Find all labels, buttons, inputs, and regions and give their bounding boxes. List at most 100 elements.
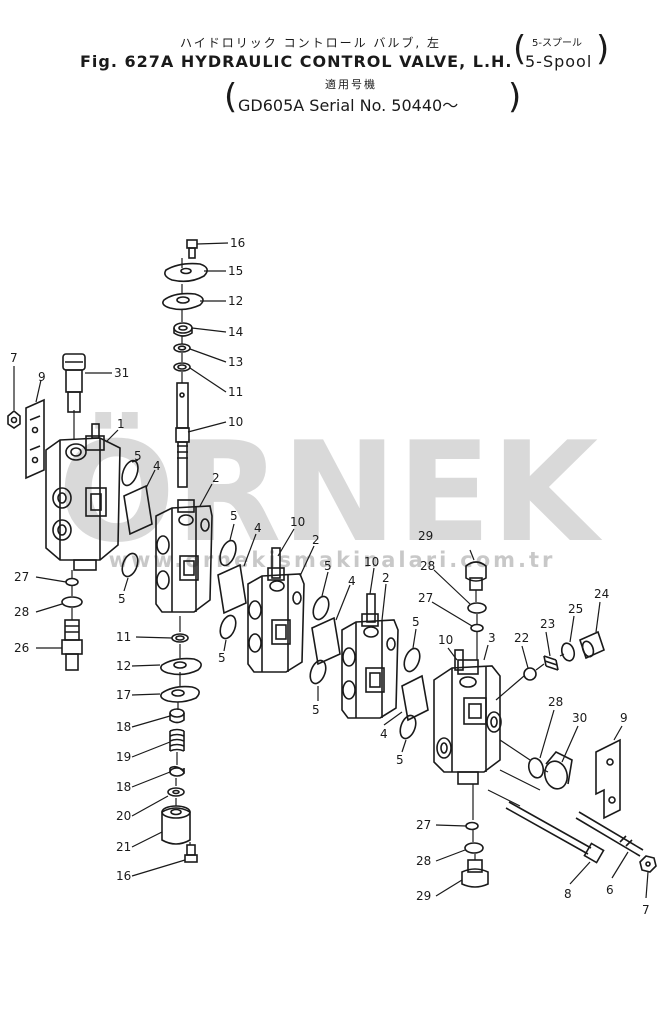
callout-18-bottom: 18: [116, 780, 131, 794]
callout-2-b: 2: [312, 533, 320, 547]
paren-open-1: (: [513, 29, 527, 69]
part-bracket-9-left: [25, 398, 45, 480]
part-fitting-26: [61, 619, 83, 671]
part-oring-5-c: [219, 539, 237, 567]
callout-15: 15: [228, 264, 243, 278]
title-block: ハイドロリック コントロール バルブ, 左 5-スプール Fig. 627A H…: [0, 0, 657, 120]
callout-22: 22: [514, 631, 529, 645]
part-gasket-4-b: [217, 563, 247, 615]
part-spool-10-c: [366, 593, 376, 623]
part-oring-28-top: [467, 602, 487, 614]
callout-5-e: 5: [324, 559, 332, 573]
callout-7-left: 7: [10, 351, 18, 365]
callout-11-top: 11: [228, 385, 243, 399]
part-ring-14: [173, 322, 193, 337]
part-seat-18-top: [169, 708, 185, 724]
callout-28-bottom: 28: [416, 854, 431, 868]
callout-20: 20: [116, 809, 131, 823]
part-spool-10-b: [271, 547, 281, 579]
part-oring-25: [560, 642, 576, 662]
part-nut-7-right: [639, 855, 657, 873]
callout-5-c: 5: [230, 509, 238, 523]
callout-5-d: 5: [218, 651, 226, 665]
part-bolt-16-bottom: [184, 844, 198, 863]
part-valve-body-1: [45, 423, 121, 571]
part-ring-11-bottom: [171, 633, 189, 643]
paren-open-2: (: [224, 77, 238, 117]
callout-4-b: 4: [254, 521, 262, 535]
callout-1: 1: [117, 417, 125, 431]
assembly-guidelines: [71, 258, 565, 860]
part-washer-20: [167, 787, 185, 797]
part-ring-13: [173, 343, 191, 353]
part-bolt-16-top: [186, 239, 198, 259]
callout-7-right: 7: [642, 903, 650, 917]
part-plate-17: [160, 685, 200, 703]
part-oring-5-h: [399, 714, 417, 740]
part-oring-27-left: [65, 577, 79, 587]
title-spool-en: 5-Spool: [525, 52, 593, 71]
part-valve-section-2b: [247, 567, 305, 673]
callout-24: 24: [594, 587, 609, 601]
part-gasket-4-c: [311, 616, 341, 666]
part-relief-valve-31: [62, 353, 86, 413]
callout-5-a: 5: [134, 449, 142, 463]
callout-10-b: 10: [290, 515, 305, 529]
part-plug-29-bottom: [461, 859, 489, 888]
part-oring-5-g: [403, 647, 421, 673]
figure-title: Fig. 627A HYDRAULIC CONTROL VALVE, L.H.: [80, 52, 513, 71]
leader-lines: [13, 242, 649, 899]
title-japanese-spool: 5-スプール: [532, 38, 582, 49]
callout-18-top: 18: [116, 720, 131, 734]
callout-9-right: 9: [620, 711, 628, 725]
part-tie-bolt-6: [575, 811, 644, 857]
callout-9-left: 9: [38, 370, 46, 384]
callout-27-bottom: 27: [416, 818, 431, 832]
callout-27-left: 27: [14, 570, 29, 584]
part-ring-11: [173, 362, 191, 372]
part-spring-19: [169, 728, 185, 752]
callout-25: 25: [568, 602, 583, 616]
callout-16-bottom: 16: [116, 869, 131, 883]
part-plug-24: [579, 630, 605, 660]
callout-28-left: 28: [14, 605, 29, 619]
part-oring-28-left: [61, 596, 83, 608]
callout-4-a: 4: [153, 459, 161, 473]
callout-10-d: 10: [438, 633, 453, 647]
part-gasket-12-bottom: [160, 657, 202, 676]
part-oring-5-b: [121, 552, 139, 578]
part-gasket-12-top: [162, 292, 204, 311]
part-oring-5-d: [219, 614, 237, 640]
callout-4-d: 4: [380, 727, 388, 741]
part-valve-section-2c: [341, 613, 399, 719]
part-oring-27-top: [470, 623, 484, 633]
part-oring-5-e: [312, 595, 330, 621]
part-gasket-4-d: [401, 674, 429, 722]
part-bracket-9-right: [595, 738, 621, 820]
part-plug-30: [543, 751, 573, 790]
callout-28-right: 28: [548, 695, 563, 709]
callout-2-c: 2: [382, 571, 390, 585]
part-valve-section-2a: [155, 499, 213, 613]
callout-5-b: 5: [118, 592, 126, 606]
callout-17: 17: [116, 688, 131, 702]
title-japanese: ハイドロリック コントロール バルブ, 左: [180, 36, 442, 50]
paren-close-2: ): [508, 77, 522, 117]
callout-30: 30: [572, 711, 587, 725]
part-oring-5-f: [309, 659, 327, 685]
serial-line: GD605A Serial No. 50440～: [238, 96, 459, 115]
callout-5-g: 5: [412, 615, 420, 629]
callout-26: 26: [14, 641, 29, 655]
callout-28-top: 28: [420, 559, 435, 573]
callout-27-top: 27: [418, 591, 433, 605]
callout-5-f: 5: [312, 703, 320, 717]
part-seat-18-bottom: [169, 765, 185, 777]
part-oring-28-bottom: [464, 842, 484, 854]
part-spring-23: [543, 655, 559, 671]
callout-8: 8: [564, 887, 572, 901]
part-ball-22: [523, 667, 537, 681]
callout-2-a: 2: [212, 471, 220, 485]
callout-16-top: 16: [230, 236, 245, 250]
part-plug-29-top: [465, 561, 487, 591]
